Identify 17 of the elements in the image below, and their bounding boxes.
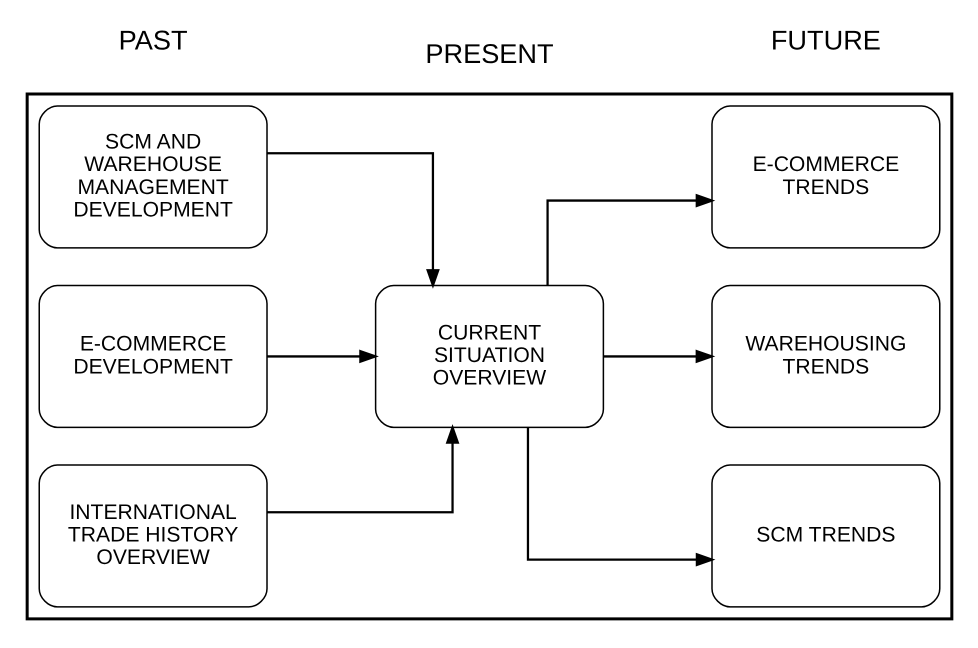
node-box: SCM TRENDS [710,464,940,608]
arrow [546,194,715,286]
arrow [266,424,459,514]
arrow [603,350,715,364]
arrow [526,427,715,566]
cluster [25,92,953,620]
node-box: SCM AND WAREHOUSE MANAGEMENT DEVELOPMENT [38,105,268,249]
node-box: E-COMMERCE DEVELOPMENT [38,284,268,428]
arrow [266,350,378,364]
node-box: INTERNATIONAL TRADE HISTORY OVERVIEW [38,464,268,608]
label: PAST [118,24,188,56]
arrow [266,152,440,289]
node-box: WAREHOUSING TRENDS [710,284,940,428]
node-box: CURRENT SITUATION OVERVIEW [374,284,604,428]
label: PRESENT [424,38,554,69]
label: FUTURE [770,24,880,56]
node-box: E-COMMERCE TRENDS [710,105,940,249]
